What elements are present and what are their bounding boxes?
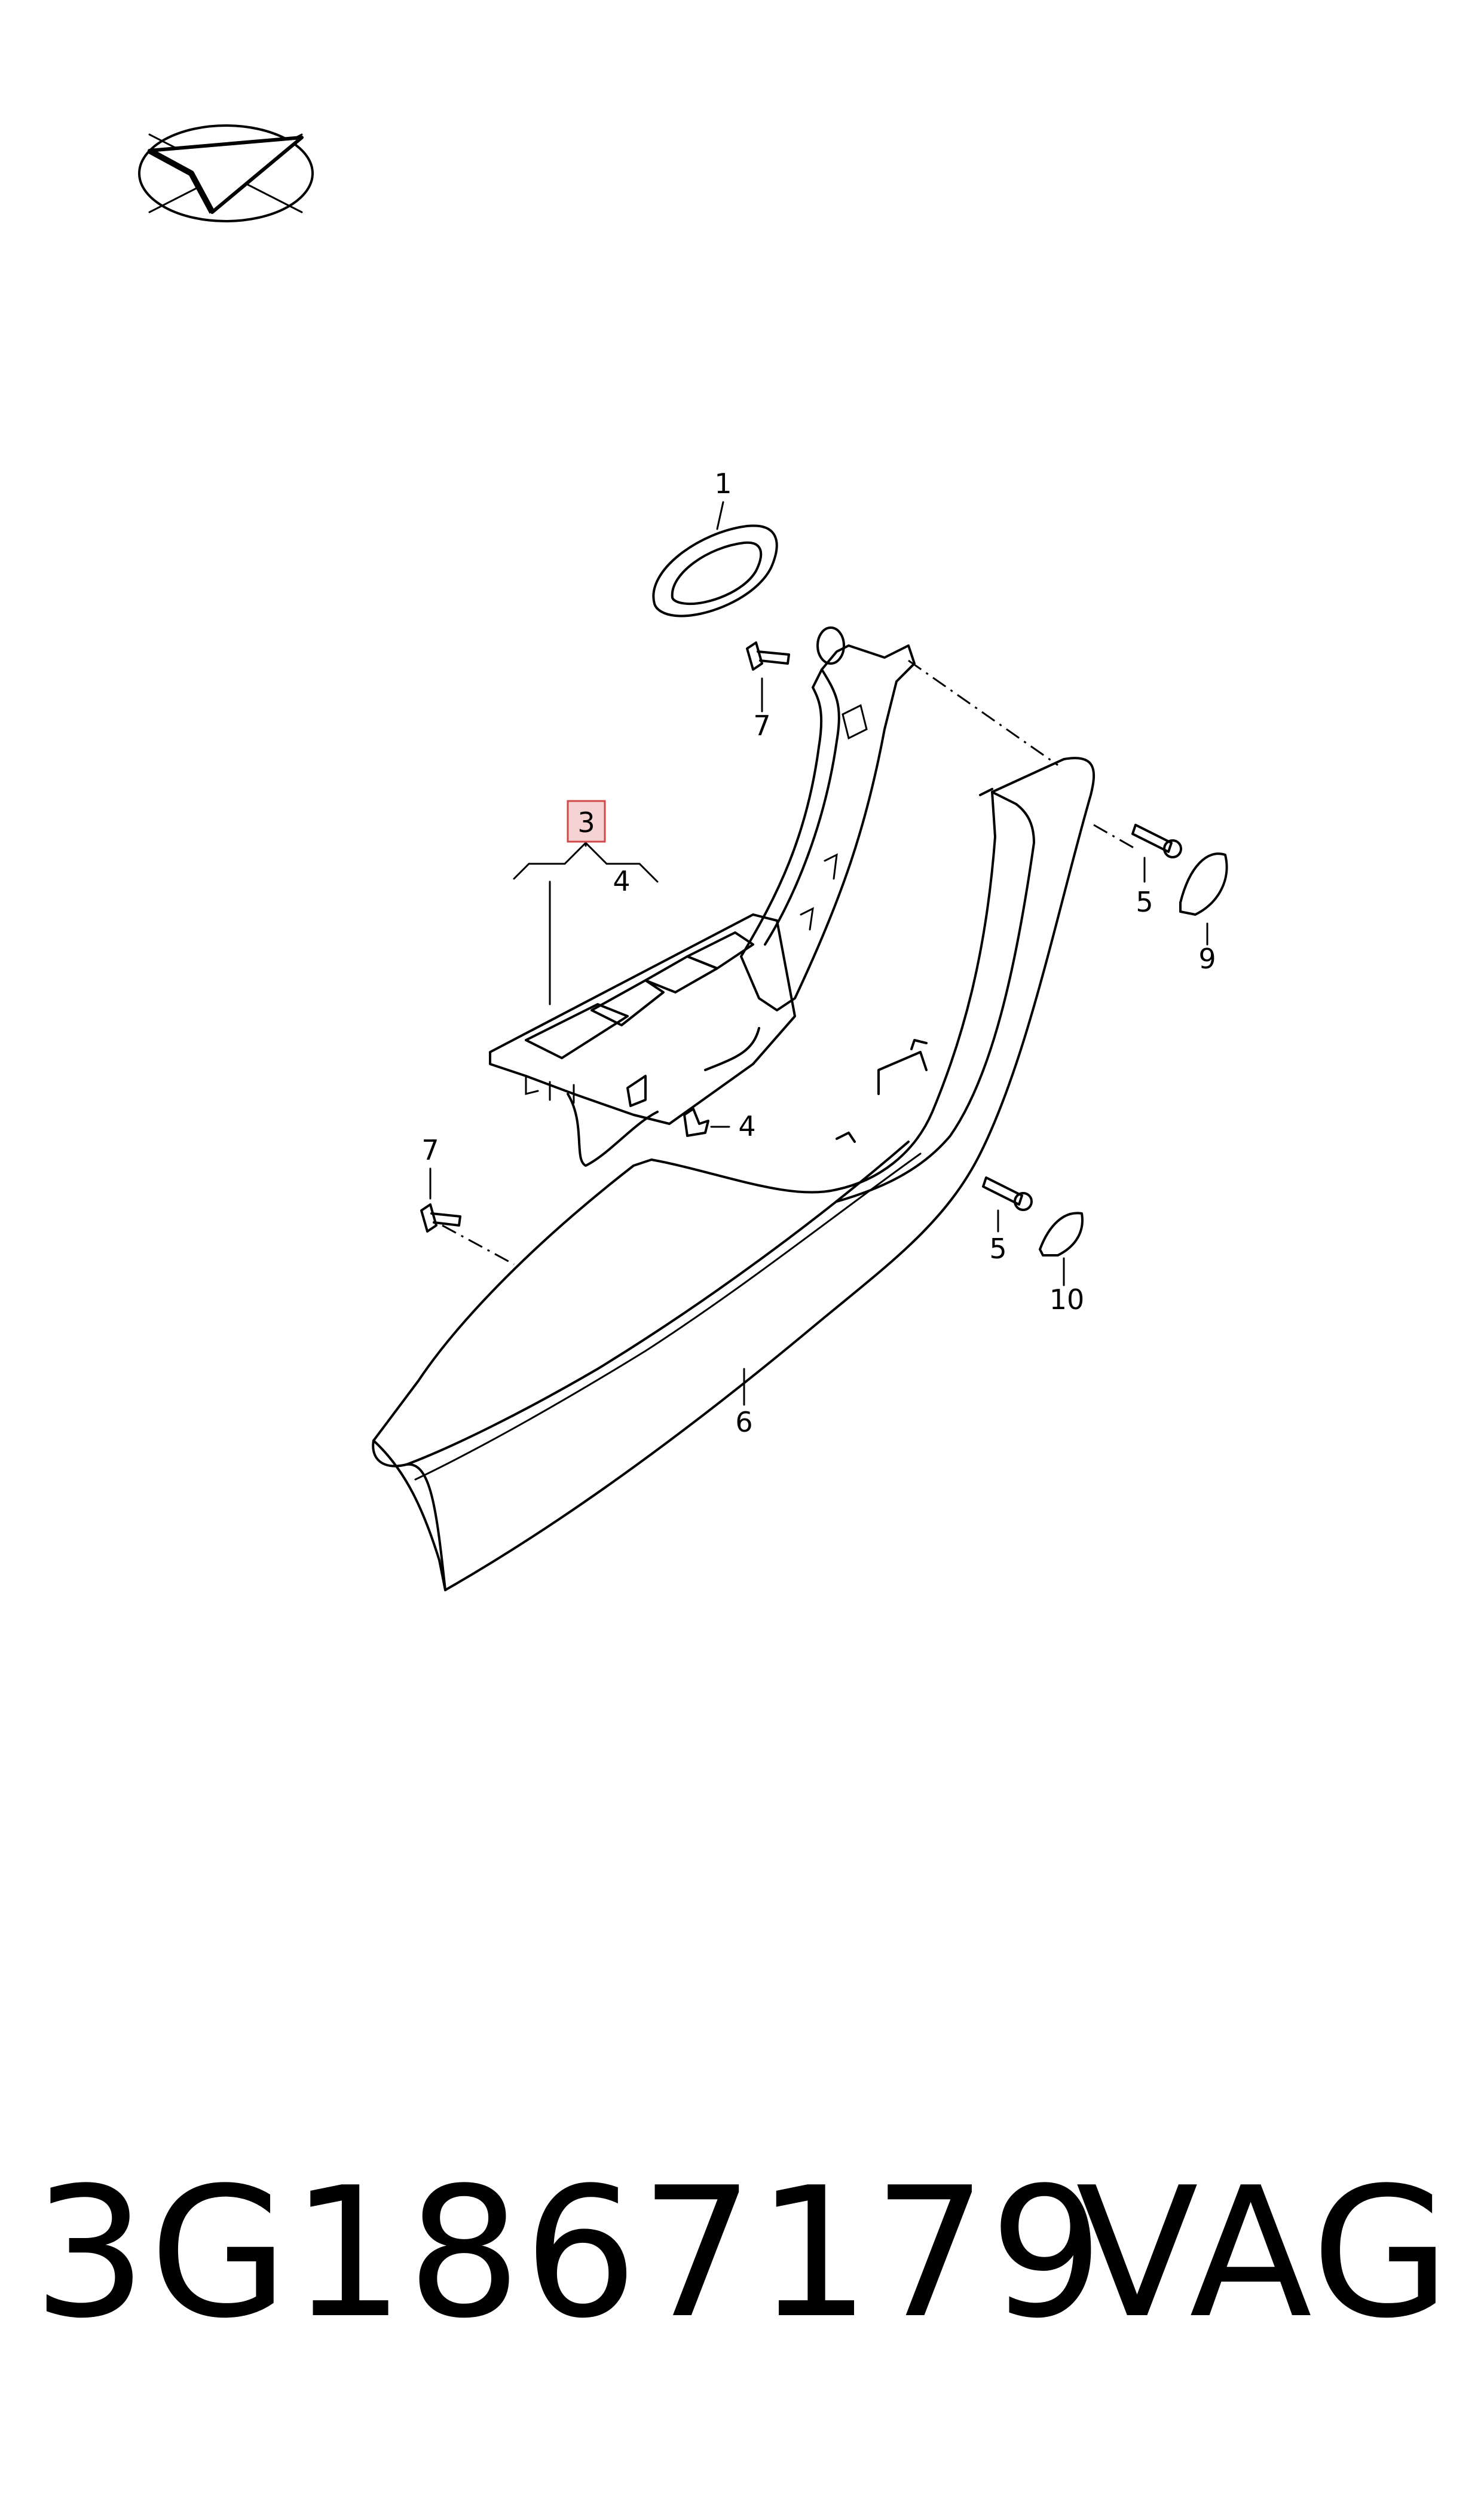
clip-4: [683, 1108, 730, 1137]
callout-4-bracket: 4: [613, 865, 630, 897]
callout-10: 10: [1049, 1283, 1085, 1316]
callout-7-lower: 7: [421, 1134, 439, 1166]
callout-5-upper: 5: [1136, 886, 1153, 918]
screw-7-upper: [746, 641, 790, 713]
assembly-line-left: [442, 1224, 515, 1265]
cap-9: [1179, 852, 1228, 946]
direction-arrow-logo-icon: [138, 124, 314, 222]
screw-7-lower: [420, 1167, 461, 1233]
cap-10: [1039, 1212, 1084, 1286]
part-upper-trim-arm: [740, 626, 916, 1011]
part-6-console-trim: [372, 757, 1095, 1591]
brand-label: VAG: [1076, 2149, 1453, 2358]
callout-3: 3: [577, 806, 595, 839]
callout-1: 1: [714, 467, 732, 500]
part-1-trim-ring: [652, 524, 778, 617]
assembly-line-upper: [908, 659, 1058, 766]
callout-1-leader: [716, 501, 724, 530]
callout-9: 9: [1198, 943, 1216, 975]
screw-5-upper: [1131, 824, 1182, 883]
callout-3-bracket: [513, 839, 659, 883]
callout-5-lower: 5: [989, 1233, 1006, 1265]
callout-6: 6: [735, 1406, 752, 1438]
callout-3-highlight: 3: [567, 800, 606, 843]
part-3-switch-panel: [489, 881, 796, 1167]
assembly-line-right: [1093, 824, 1136, 850]
callout-7-upper: 7: [753, 710, 770, 742]
screw-5-lower: [982, 1176, 1033, 1233]
callout-4-clip: 4: [738, 1110, 755, 1142]
part-number: 3G1867179: [33, 2149, 1106, 2358]
